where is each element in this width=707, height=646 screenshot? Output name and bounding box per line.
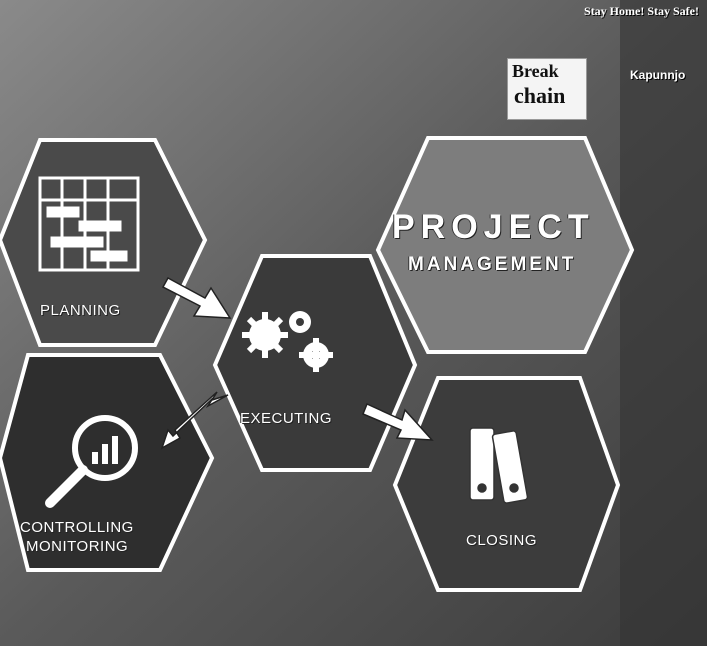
brand-logo: Kapunnjo: [630, 68, 686, 82]
label-planning: PLANNING: [40, 302, 121, 319]
right-shadow: [620, 0, 707, 646]
logo-line-2: chain: [514, 83, 566, 108]
title-line-2: MANAGEMENT: [408, 254, 577, 275]
logo-line-1: Break: [512, 61, 559, 81]
magnifier-chart-icon: [45, 415, 138, 508]
label-executing: EXECUTING: [240, 410, 333, 427]
gantt-chart-icon: [38, 176, 140, 272]
arrow-icon: [160, 276, 434, 450]
label-monitoring: MONITORING: [26, 538, 129, 555]
title-line-1: PROJECT: [392, 208, 595, 246]
label-controlling: CONTROLLING: [20, 519, 134, 536]
gears-icon: [242, 311, 333, 372]
label-closing: CLOSING: [466, 532, 538, 549]
break-the-chain-logo: Break chain: [507, 58, 587, 120]
binders-icon: [469, 427, 529, 504]
hex-project-management: [375, 136, 635, 354]
top-slogan: Stay Home! Stay Safe!: [584, 4, 699, 18]
